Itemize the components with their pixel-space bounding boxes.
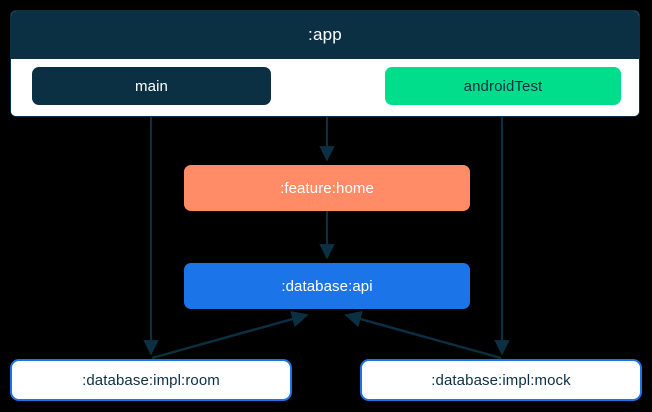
subgraph-app-title: :app (11, 11, 639, 59)
node-database-api[interactable]: :database:api (184, 263, 470, 309)
node-database-impl-room-label: :database:impl:room (82, 371, 220, 389)
edge-database-impl-mock-to-database-api (344, 310, 502, 360)
node-androidtest-label: androidTest (463, 77, 543, 95)
node-main[interactable]: main (32, 67, 271, 105)
edge-database-impl-room-to-database-api (151, 310, 309, 360)
subgraph-app[interactable]: :app main androidTest (10, 10, 640, 117)
node-database-impl-mock[interactable]: :database:impl:mock (360, 359, 642, 401)
subgraph-app-body: main androidTest (11, 59, 639, 116)
node-androidtest[interactable]: androidTest (385, 67, 621, 105)
node-feature-home[interactable]: :feature:home (184, 165, 470, 211)
node-database-api-label: :database:api (281, 277, 373, 295)
node-database-impl-room[interactable]: :database:impl:room (10, 359, 292, 401)
node-main-label: main (135, 77, 168, 95)
node-database-impl-mock-label: :database:impl:mock (431, 371, 571, 389)
node-feature-home-label: :feature:home (280, 179, 374, 197)
